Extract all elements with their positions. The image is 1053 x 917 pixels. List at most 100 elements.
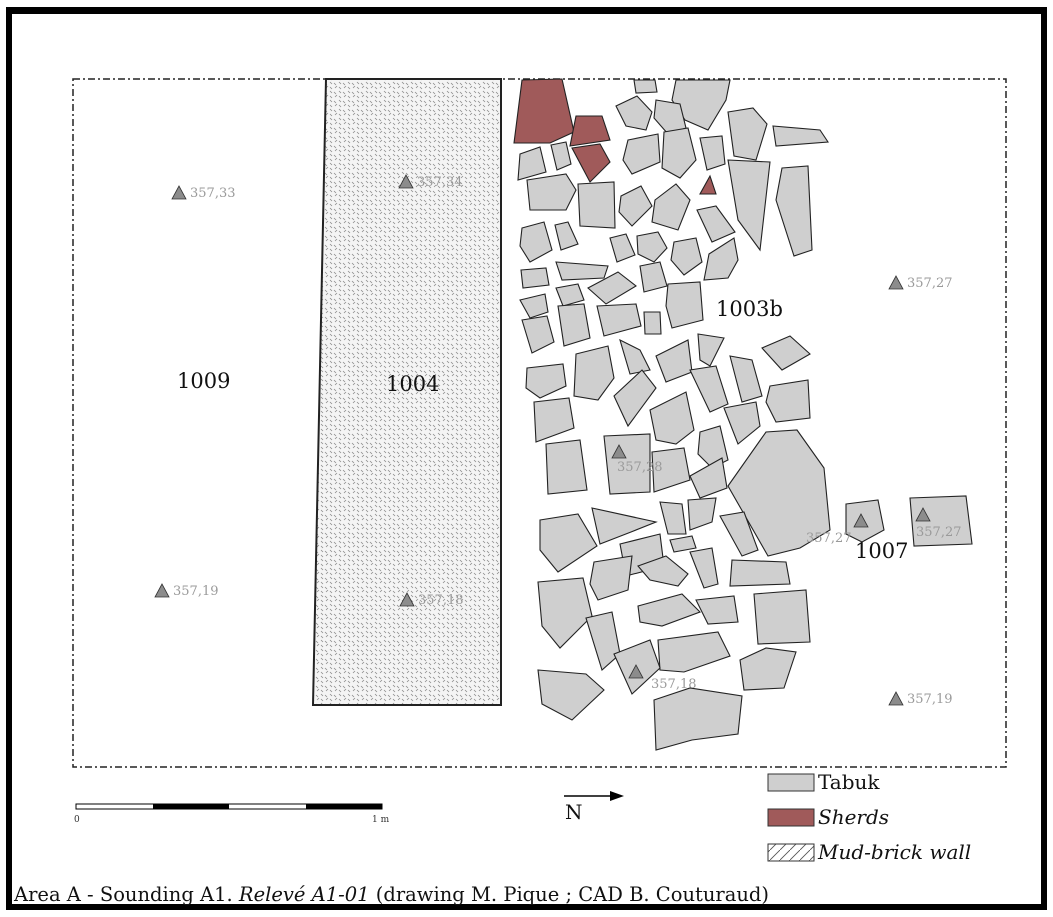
stone: [587, 271, 637, 305]
stone: [689, 457, 728, 499]
stone: [727, 429, 831, 557]
stone: [909, 495, 973, 547]
stone: [727, 159, 771, 252]
elevation-value: 357,27: [907, 276, 953, 291]
elevation-value: 357,28: [617, 460, 663, 475]
stone: [596, 303, 642, 337]
scale-bar: [75, 803, 383, 810]
stone: [525, 363, 567, 399]
stone: [519, 221, 553, 263]
sherd: [699, 174, 717, 195]
stone: [636, 231, 668, 263]
stone: [589, 555, 633, 601]
stone: [521, 315, 555, 354]
context-1009-label: 1009: [177, 369, 231, 393]
stone: [723, 401, 761, 445]
sounding-limit: [72, 78, 1007, 768]
stone: [517, 146, 547, 181]
stone: [689, 547, 719, 589]
stone: [577, 181, 616, 229]
elevation-value: 357,18: [651, 677, 697, 692]
stone: [537, 577, 593, 649]
stone: [659, 501, 687, 535]
elevation-marker: [888, 691, 904, 706]
stone: [649, 391, 695, 445]
stone: [550, 141, 572, 171]
stone: [637, 593, 701, 627]
sherd: [569, 115, 611, 147]
stone: [687, 497, 717, 531]
elevation-marker: [171, 185, 187, 200]
stone: [671, 79, 731, 131]
stone: [555, 261, 609, 281]
stone: [603, 433, 651, 495]
elevation-marker: [611, 444, 627, 459]
stone: [689, 365, 729, 413]
elevation-marker: [915, 507, 931, 522]
context-1004-label: 1004: [386, 372, 440, 396]
stone: [533, 397, 575, 443]
caption-part2: Relevé A1-01: [238, 883, 370, 906]
stone: [697, 333, 725, 367]
stone: [761, 335, 811, 371]
elevation-marker: [853, 513, 869, 528]
sherd: [571, 143, 611, 183]
stone: [775, 165, 813, 257]
elevation-value: 357,27: [916, 525, 962, 540]
stone: [697, 425, 729, 469]
stone: [615, 95, 653, 131]
outer-frame: [6, 7, 1047, 910]
stone: [619, 338, 651, 375]
caption-part1: Area A - Sounding A1.: [14, 883, 239, 906]
stone: [622, 133, 661, 175]
sherd: [513, 78, 575, 144]
stone: [643, 311, 662, 335]
stone: [526, 173, 577, 211]
scale-start-label: 0: [74, 815, 80, 825]
stone: [729, 559, 791, 587]
north-arrow: [564, 791, 624, 801]
stone: [703, 237, 739, 281]
elevation-marker: [628, 664, 644, 679]
elevation-value: 357,34: [417, 175, 463, 190]
stone: [618, 185, 653, 227]
legend-swatch-tabuk: [767, 773, 815, 792]
legend-swatch-mudbrick: [767, 843, 815, 862]
stone: [670, 237, 703, 276]
stone: [696, 205, 736, 243]
legend-label-sherds: Sherds: [818, 805, 890, 829]
stone: [665, 281, 704, 329]
stone: [639, 261, 668, 293]
figure-caption: Area A - Sounding A1. Relevé A1-01 (draw…: [14, 883, 769, 906]
legend-swatch-sherds: [767, 808, 815, 827]
legend-label-tabuk: Tabuk: [818, 770, 880, 794]
stone: [545, 439, 588, 495]
stone: [651, 183, 691, 231]
stone: [657, 631, 731, 673]
elevation-value: 357,19: [907, 692, 953, 707]
stone: [669, 535, 697, 553]
context-1003b-label: 1003b: [716, 297, 783, 321]
stone: [519, 293, 549, 319]
stone: [729, 355, 763, 403]
stone: [537, 669, 605, 721]
elevation-value: 357,19: [173, 584, 219, 599]
stone: [591, 507, 658, 545]
scale-end-label: 1 m: [372, 815, 390, 825]
elevation-value: 357,27: [806, 531, 852, 546]
elevation-marker: [888, 275, 904, 290]
stone: [695, 595, 739, 625]
stone: [573, 345, 615, 401]
stone: [613, 369, 657, 428]
caption-part3: (drawing M. Pique ; CAD B. Couturaud): [369, 883, 770, 906]
stone: [609, 233, 636, 263]
stone: [557, 303, 591, 347]
stone: [554, 221, 579, 251]
legend-label-mudbrick: Mud-brick wall: [818, 840, 972, 864]
elevation-marker: [154, 583, 170, 598]
elevation-marker: [399, 592, 415, 607]
stone: [739, 647, 797, 691]
elevation-markers: [154, 174, 931, 706]
